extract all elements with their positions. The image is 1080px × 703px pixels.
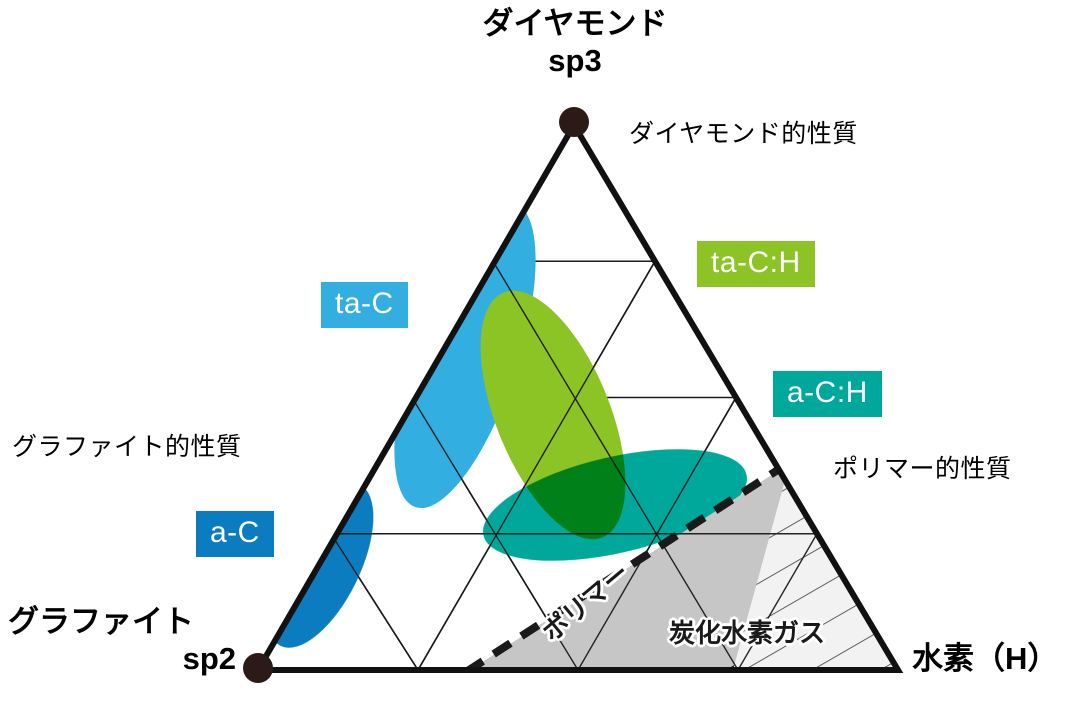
vertex-label-diamond-name: ダイヤモンド <box>482 6 668 41</box>
chip-ta-c[interactable]: ta-C <box>321 282 408 328</box>
chip-ta-c-h[interactable]: ta-C:H <box>697 241 815 287</box>
vertex-label-graphite-name: グラファイト <box>8 604 194 639</box>
ternary-grid-overlay <box>330 260 818 670</box>
vertex-dot-graphite <box>243 653 273 683</box>
chip-a-c[interactable]: a-C <box>196 511 274 557</box>
vertex-label-hydrogen: 水素（H） <box>912 641 1058 678</box>
region-ellipse-a-c-h <box>483 449 747 561</box>
chip-a-c-h[interactable]: a-C:H <box>773 371 882 417</box>
region-hydrocarbon-gas <box>733 462 898 670</box>
region-label-hydrocarbon-gas: 炭化水素ガス <box>669 618 826 648</box>
vertex-dot-diamond <box>559 107 589 137</box>
vertex-label-graphite-sub: sp2 <box>182 640 236 676</box>
annotation-diamond-like: ダイヤモンド的性質 <box>629 120 858 148</box>
annotation-graphite-like: グラファイト的性質 <box>12 433 242 461</box>
annotation-polymer-like: ポリマー的性質 <box>833 455 1012 483</box>
vertex-label-graphite: グラファイト sp2 <box>8 604 244 677</box>
region-ellipse-ta-c <box>394 201 536 509</box>
ternary-outline <box>252 119 904 673</box>
vertex-label-diamond-sub: sp3 <box>548 42 602 78</box>
vertex-label-diamond: ダイヤモンド sp3 <box>430 6 720 79</box>
vertex-label-hydrogen-name: 水素（H） <box>912 641 1059 676</box>
